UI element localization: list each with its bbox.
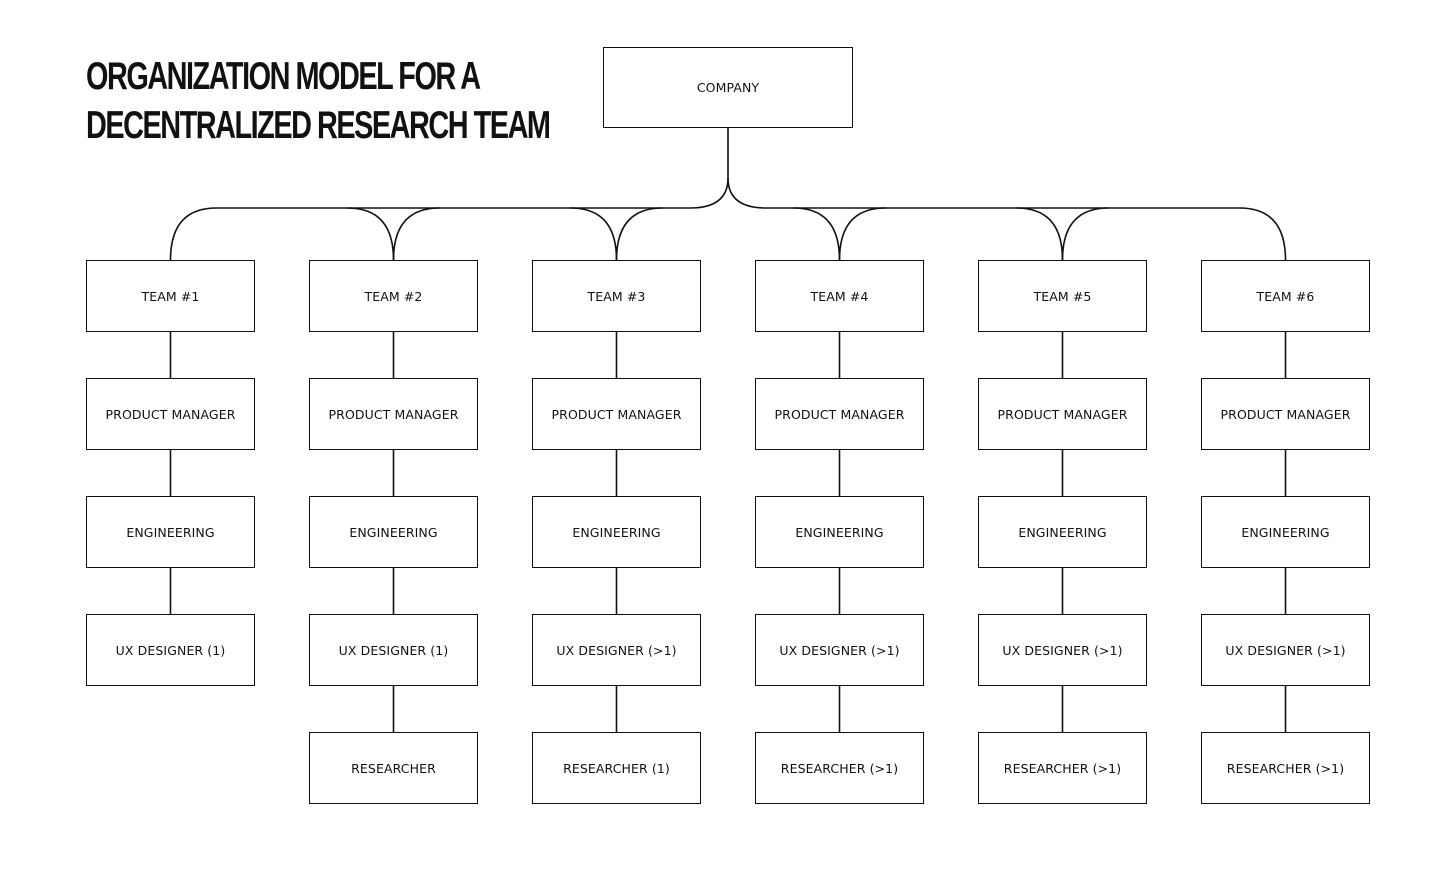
team-5-drop-line [1016,207,1064,261]
diagram-title: ORGANIZATION MODEL FOR A DECENTRALIZED R… [86,52,551,150]
team-2-product-manager-node: PRODUCT MANAGER [309,378,478,450]
team-1-engineering-node: ENGINEERING [86,496,255,568]
team-3-engineering-node: ENGINEERING [532,496,701,568]
team-3-node: TEAM #3 [532,260,701,332]
team-6-node: TEAM #6 [1201,260,1370,332]
team-3-drop-line-right [615,207,663,261]
team-1-product-manager-node: PRODUCT MANAGER [86,378,255,450]
team-4-drop-line [793,207,841,261]
team-4-ux-designer-1-node: UX DESIGNER (>1) [755,614,924,686]
team-6-engineering-node: ENGINEERING [1201,496,1370,568]
company-node: COMPANY [603,47,853,128]
team-1-drop-line [169,207,217,261]
diagram-title-line-2: DECENTRALIZED RESEARCH TEAM [86,104,551,147]
diagram-title-line-1: ORGANIZATION MODEL FOR A [86,55,481,98]
team-3-researcher-1-node: RESEARCHER (1) [532,732,701,804]
team-6-ux-designer-1-node: UX DESIGNER (>1) [1201,614,1370,686]
team-4-engineering-node: ENGINEERING [755,496,924,568]
team-1-node: TEAM #1 [86,260,255,332]
team-5-product-manager-node: PRODUCT MANAGER [978,378,1147,450]
team-2-ux-designer-1-node: UX DESIGNER (1) [309,614,478,686]
team-6-researcher-1-node: RESEARCHER (>1) [1201,732,1370,804]
bus-line-right [727,177,1240,209]
team-3-ux-designer-1-node: UX DESIGNER (>1) [532,614,701,686]
team-6-drop-line [1239,207,1287,261]
bus-line-left [216,177,729,209]
team-2-drop-line [347,207,395,261]
team-6-product-manager-node: PRODUCT MANAGER [1201,378,1370,450]
team-5-engineering-node: ENGINEERING [978,496,1147,568]
team-5-node: TEAM #5 [978,260,1147,332]
team-3-drop-line [570,207,618,261]
team-4-researcher-1-node: RESEARCHER (>1) [755,732,924,804]
team-3-product-manager-node: PRODUCT MANAGER [532,378,701,450]
team-4-node: TEAM #4 [755,260,924,332]
team-4-product-manager-node: PRODUCT MANAGER [755,378,924,450]
team-2-node: TEAM #2 [309,260,478,332]
team-1-ux-designer-1-node: UX DESIGNER (1) [86,614,255,686]
team-5-drop-line-right [1061,207,1109,261]
team-2-engineering-node: ENGINEERING [309,496,478,568]
team-5-researcher-1-node: RESEARCHER (>1) [978,732,1147,804]
team-4-drop-line-right [838,207,886,261]
team-2-drop-line-right [392,207,440,261]
team-2-researcher-node: RESEARCHER [309,732,478,804]
team-5-ux-designer-1-node: UX DESIGNER (>1) [978,614,1147,686]
